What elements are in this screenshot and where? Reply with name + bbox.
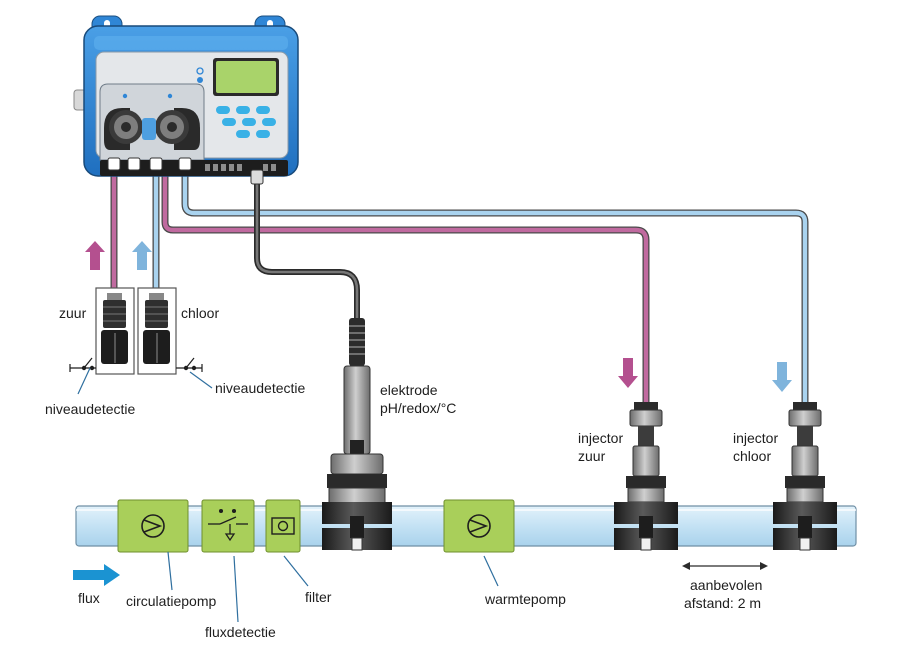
label-injector-chlorine-line1: injector (733, 430, 778, 446)
level-switch-icon (69, 357, 96, 372)
arrow-up-icon (132, 241, 152, 270)
heat-pump (443, 499, 515, 553)
label-distance-line1: aanbevolen (690, 577, 762, 593)
acid-tank (95, 287, 135, 375)
electrode-probe (322, 318, 392, 551)
label-fluxdetectie: fluxdetectie (205, 624, 276, 640)
pump-symbol-icon (141, 514, 165, 538)
controller-keypad (216, 106, 276, 138)
arrow-down-icon (618, 358, 638, 388)
label-distance-line2: afstand: 2 m (684, 595, 761, 611)
circulation-pump (117, 499, 189, 553)
arrow-down-icon (772, 362, 792, 392)
arrow-up-icon (85, 241, 105, 270)
pump-symbol-icon (467, 514, 491, 538)
label-niveaudetectie-right: niveaudetectie (215, 380, 306, 396)
chlorine-tank (137, 287, 177, 375)
label-electrode-line1: elektrode (380, 382, 438, 398)
level-switch-icon (176, 357, 203, 372)
flow-direction-arrow-icon (73, 564, 120, 586)
flow-detector (201, 499, 255, 553)
label-injector-acid-line1: injector (578, 430, 623, 446)
filter-symbol-icon (271, 517, 295, 535)
injector-chlorine (773, 402, 837, 551)
label-niveaudetectie-left: niveaudetectie (45, 401, 136, 417)
tubing (110, 165, 809, 402)
double-arrow-icon (682, 562, 768, 570)
injector-acid (614, 402, 678, 551)
label-zuur: zuur (59, 305, 87, 321)
acid-injector-tube (161, 168, 650, 402)
peristaltic-pump-icon (104, 108, 200, 150)
label-injector-acid-line2: zuur (578, 448, 606, 464)
flow-switch-icon (208, 508, 248, 542)
label-circulatiepomp: circulatiepomp (126, 593, 216, 609)
filter (265, 499, 301, 553)
dosing-controller-icon (73, 15, 299, 185)
label-filter: filter (305, 589, 332, 605)
label-chloor: chloor (181, 305, 219, 321)
electrode-cable (254, 180, 360, 320)
chlorine-injector-tube (181, 168, 809, 402)
label-warmtepomp: warmtepomp (484, 591, 566, 607)
leader-lines (77, 367, 499, 623)
label-injector-chlorine-line2: chloor (733, 448, 771, 464)
label-electrode-line2: pH/redox/°C (380, 400, 456, 416)
label-flux: flux (78, 590, 100, 606)
